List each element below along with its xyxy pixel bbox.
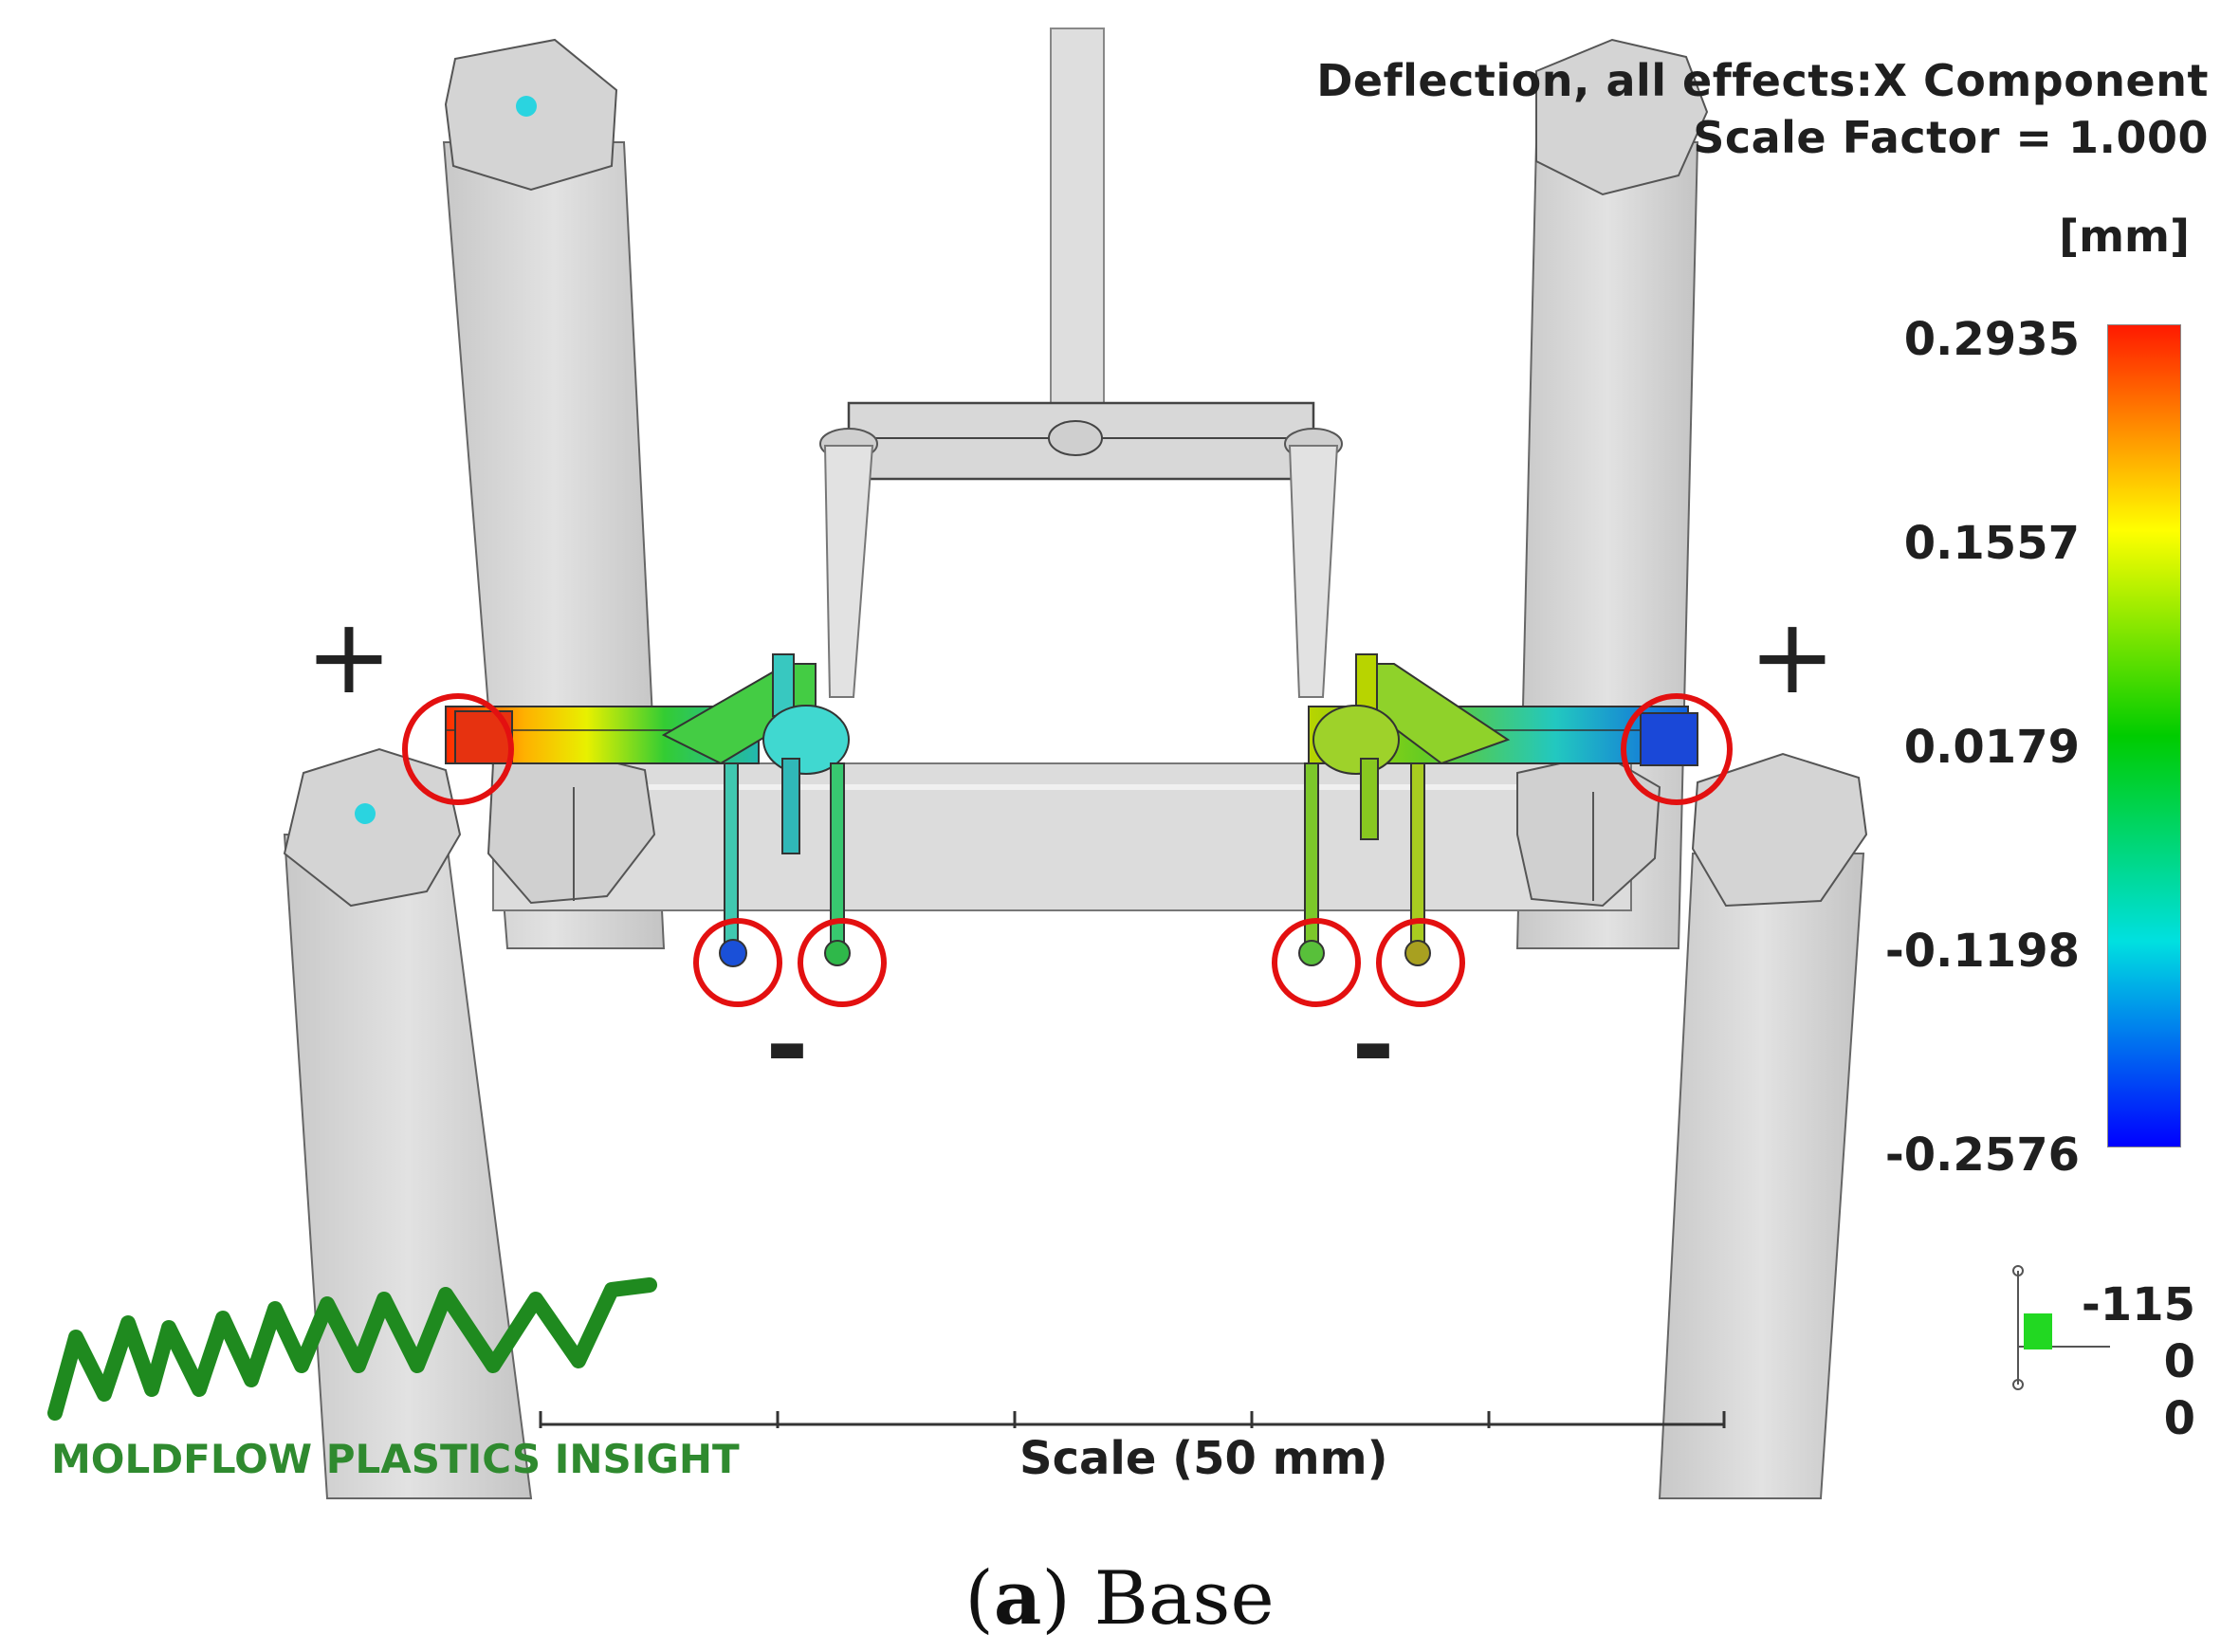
orientation-triad[interactable] (2012, 1265, 2110, 1390)
orientation-value-1: -115 (2081, 1278, 2195, 1331)
scale-bar-label: Scale (50 mm) (1019, 1432, 1388, 1485)
highlight-circle-left-1 (693, 918, 782, 1007)
legend-units: [mm] (2059, 211, 2190, 262)
orientation-value-2: 0 (2163, 1335, 2195, 1388)
highlight-circle-left-top (402, 693, 514, 805)
model-viewport[interactable]: + + - - Deflection, all effects:X Compon (0, 0, 2239, 1517)
highlight-circle-right-2 (1376, 918, 1465, 1007)
legend-tick-max: 0.2935 (1903, 313, 2080, 366)
minus-marker-right: - (1351, 984, 1395, 1106)
scale-bar (539, 1411, 1726, 1428)
column-right-front (1658, 752, 1868, 1499)
legend-tick-min: -0.2576 (1884, 1129, 2080, 1182)
figure-caption: (a) Base (964, 1555, 1275, 1642)
left-part (445, 653, 851, 967)
model-scene[interactable]: + + - - (0, 0, 2239, 1517)
color-legend-bar[interactable] (2107, 324, 2181, 1147)
sprue (819, 28, 1343, 698)
highlight-circle-left-2 (798, 918, 887, 1007)
scale-factor-label: Scale Factor = 1.000 (1693, 112, 2209, 163)
runner-cylinder (486, 747, 1661, 911)
moldflow-logo-mark (47, 1277, 657, 1421)
highlight-circle-right-top (1621, 693, 1733, 805)
highlight-circles (402, 693, 1733, 1007)
orientation-value-3: 0 (2163, 1392, 2195, 1445)
caption-letter: a (993, 1555, 1042, 1642)
caption-text: Base (1093, 1556, 1275, 1642)
plus-marker-left: + (305, 596, 393, 717)
plus-marker-right: + (1749, 596, 1836, 717)
legend-tick-4: -0.1198 (1884, 925, 2080, 978)
result-title: Deflection, all effects:X Component (1316, 55, 2209, 106)
highlight-circle-right-1 (1272, 918, 1361, 1007)
legend-tick-3: 0.0179 (1903, 721, 2080, 774)
legend-tick-2: 0.1557 (1903, 517, 2080, 570)
product-name: MOLDFLOW PLASTICS INSIGHT (51, 1436, 740, 1482)
minus-marker-left: - (765, 984, 809, 1106)
